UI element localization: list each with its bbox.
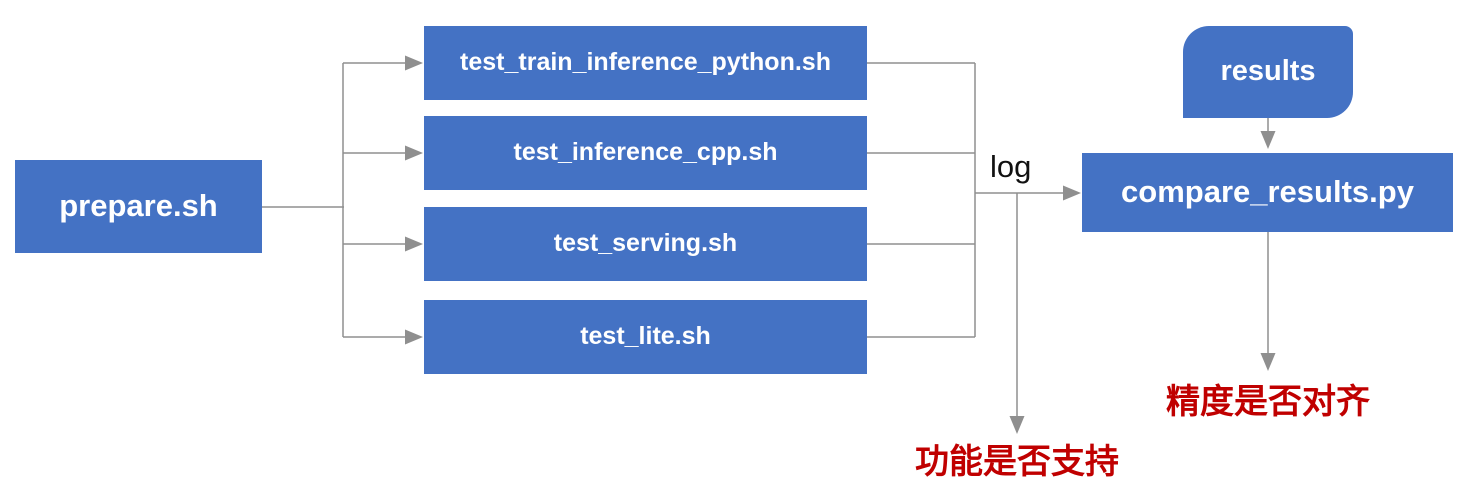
node-test-lite-sh: test_lite.sh <box>424 300 867 374</box>
node-test-train-inference-python-sh: test_train_inference_python.sh <box>424 26 867 100</box>
node-prepare-sh: prepare.sh <box>15 160 262 253</box>
edge-label-log: log <box>990 149 1032 184</box>
annotation-accuracy-alignment: 精度是否对齐 <box>1166 383 1370 421</box>
annotation-function-support: 功能是否支持 <box>915 443 1119 481</box>
node-results: results <box>1183 26 1353 118</box>
collector-edges <box>867 62 1081 434</box>
node-compare-results-py: compare_results.py <box>1082 153 1453 232</box>
node-test-serving-sh: test_serving.sh <box>424 207 867 281</box>
fanout-edges <box>262 55 423 345</box>
node-test-inference-cpp-sh: test_inference_cpp.sh <box>424 116 867 190</box>
